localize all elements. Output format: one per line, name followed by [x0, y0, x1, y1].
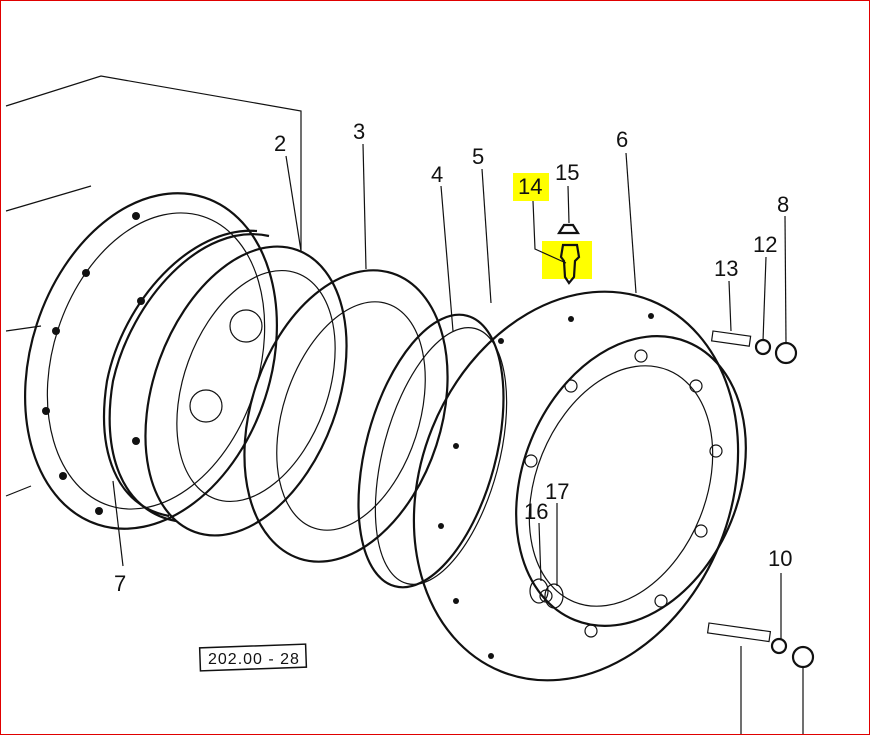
part-label-7: 7 — [114, 571, 126, 596]
stud-bolt-upper — [710, 330, 798, 365]
reference-code: 202.00 - 28 — [208, 651, 300, 668]
part-label-14: 14 — [518, 174, 542, 199]
part-label-2: 2 — [274, 131, 286, 156]
part-label-4: 4 — [431, 162, 443, 187]
ring-gear — [144, 245, 348, 537]
label-14-highlight — [513, 173, 549, 201]
part-label-15: 15 — [555, 160, 579, 185]
part-14-highlight — [542, 241, 592, 279]
flange-plate — [24, 192, 278, 530]
reference-code-box: 202.00 - 28 — [198, 643, 308, 672]
part-label-16: 16 — [524, 499, 548, 524]
stud-bolt-lower — [706, 622, 815, 669]
cap-nut — [557, 223, 580, 235]
seal-housing — [243, 269, 449, 563]
part-label-8: 8 — [777, 192, 789, 217]
seal-rings — [357, 313, 508, 589]
part-label-6: 6 — [616, 127, 628, 152]
part-label-12: 12 — [753, 232, 777, 257]
part-label-17: 17 — [545, 479, 569, 504]
part-label-13: 13 — [714, 256, 738, 281]
leader-lines — [112, 143, 804, 734]
wheel-hub — [412, 290, 747, 682]
circlip-ring — [108, 233, 270, 523]
part-label-5: 5 — [472, 144, 484, 169]
part-label-3: 3 — [353, 119, 365, 144]
gearbox-housing — [5, 75, 302, 497]
breather-bolt — [559, 243, 581, 285]
part-label-10: 10 — [768, 546, 792, 571]
